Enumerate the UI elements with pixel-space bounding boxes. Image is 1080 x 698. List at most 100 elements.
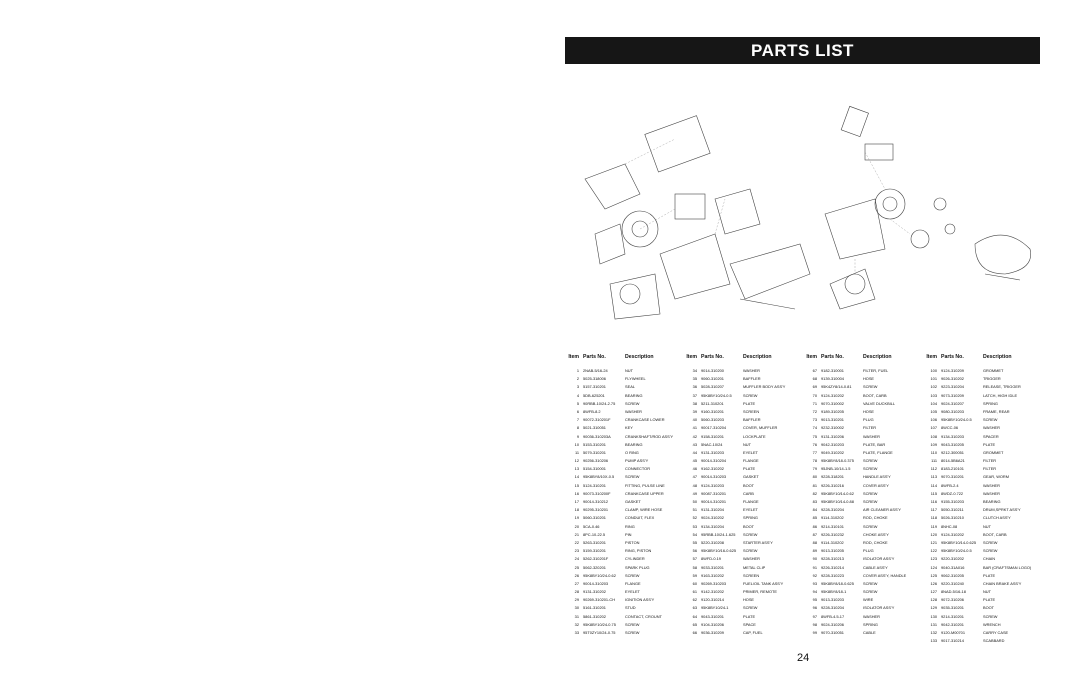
part-number: 95K8BY10/14-0.88 — [821, 499, 854, 504]
item-number: 76 — [812, 441, 817, 447]
part-number: 9014-310200 — [701, 368, 724, 373]
part-number: 9049-310202 — [821, 449, 844, 455]
part-number: 9158-310201 — [701, 433, 724, 439]
part-description: SCREW — [625, 621, 640, 627]
part-description: SEAL — [625, 384, 635, 390]
item-number: 35 — [692, 376, 697, 382]
item-number: 12 — [574, 458, 579, 464]
item-number: 19 — [574, 515, 579, 521]
part-description: SCREW — [863, 580, 878, 586]
part-number: 9163-310202 — [701, 572, 724, 578]
part-number: 9043-310201 — [701, 613, 724, 619]
item-number: 77 — [812, 449, 817, 455]
part-number: 9070-310002 — [821, 400, 844, 406]
part-number: 5079-310201 — [583, 449, 606, 455]
part-description: GROMMET — [983, 449, 1004, 455]
item-number: 1 — [576, 368, 579, 373]
part-description: METAL CLIP — [743, 564, 766, 570]
part-number: 9228-310204 — [821, 507, 844, 513]
part-number: 9214-310101 — [821, 523, 844, 529]
part-description: BEARING — [625, 392, 643, 398]
part-number: 8WFB-4.5-17 — [821, 613, 845, 619]
item-number: 28 — [574, 589, 579, 595]
part-number: 9013-310201 — [821, 417, 844, 423]
item-number: 6 — [576, 408, 579, 414]
part-number: 90017-310204 — [701, 425, 727, 431]
part-description: SCREW — [625, 572, 640, 578]
part-number: 9024-310206 — [821, 621, 844, 627]
part-description: IGNITION ASS'Y — [625, 597, 655, 603]
part-description: FLANGE — [625, 580, 641, 586]
part-number: 9013-310205 — [821, 548, 844, 554]
part-number: 9131-310202 — [583, 589, 606, 595]
part-description: CONNECTOR — [625, 466, 651, 472]
item-number: 110 — [930, 449, 937, 455]
item-number: 96 — [812, 605, 817, 611]
part-description: WASHER — [983, 425, 1000, 431]
item-number: 78 — [812, 458, 817, 464]
part-description: COVER ASS'Y — [863, 482, 889, 488]
part-number: 8WFB-2.4 — [941, 482, 959, 488]
item-number: 98 — [812, 621, 817, 627]
part-number: 9026-310202 — [941, 376, 964, 382]
item-number: 31 — [574, 613, 579, 619]
part-number: 9226-310216 — [821, 482, 844, 488]
item-number: 103 — [930, 392, 938, 398]
part-number: 95K8BY8/18-0.625 — [821, 580, 854, 586]
part-description: PLATE — [983, 597, 996, 603]
item-number: 68 — [812, 376, 817, 382]
item-number: 114 — [930, 482, 937, 488]
part-description: PLATE — [983, 441, 996, 447]
part-number: 90014-310201 — [701, 499, 727, 504]
part-description: HOSE — [743, 597, 755, 603]
part-number: 5060-310203 — [701, 417, 724, 423]
item-number: 43 — [692, 441, 697, 447]
part-description: BEARING — [625, 441, 643, 447]
part-description: SCREW — [743, 548, 758, 554]
part-number: 95K8BY8/18-1 — [821, 589, 847, 595]
part-description: COVER ASS'Y, HANDLE — [863, 572, 907, 578]
item-number: 60 — [692, 580, 697, 586]
part-description: SCREW — [983, 417, 998, 423]
item-number: 63 — [692, 605, 697, 611]
item-number: 69 — [812, 384, 817, 390]
cylinder-head-part — [874, 188, 906, 220]
item-number: 121 — [930, 539, 938, 545]
part-number: 90072-310201F — [583, 417, 611, 423]
part-description: FRAME, REAR — [983, 408, 1010, 414]
part-number: 9035-310201 — [941, 605, 964, 611]
item-number: 74 — [812, 425, 817, 431]
header-part-number: Parts No. — [701, 354, 724, 360]
part-number: 9114-310202 — [821, 515, 844, 521]
part-number: 9070-310051 — [821, 630, 844, 635]
